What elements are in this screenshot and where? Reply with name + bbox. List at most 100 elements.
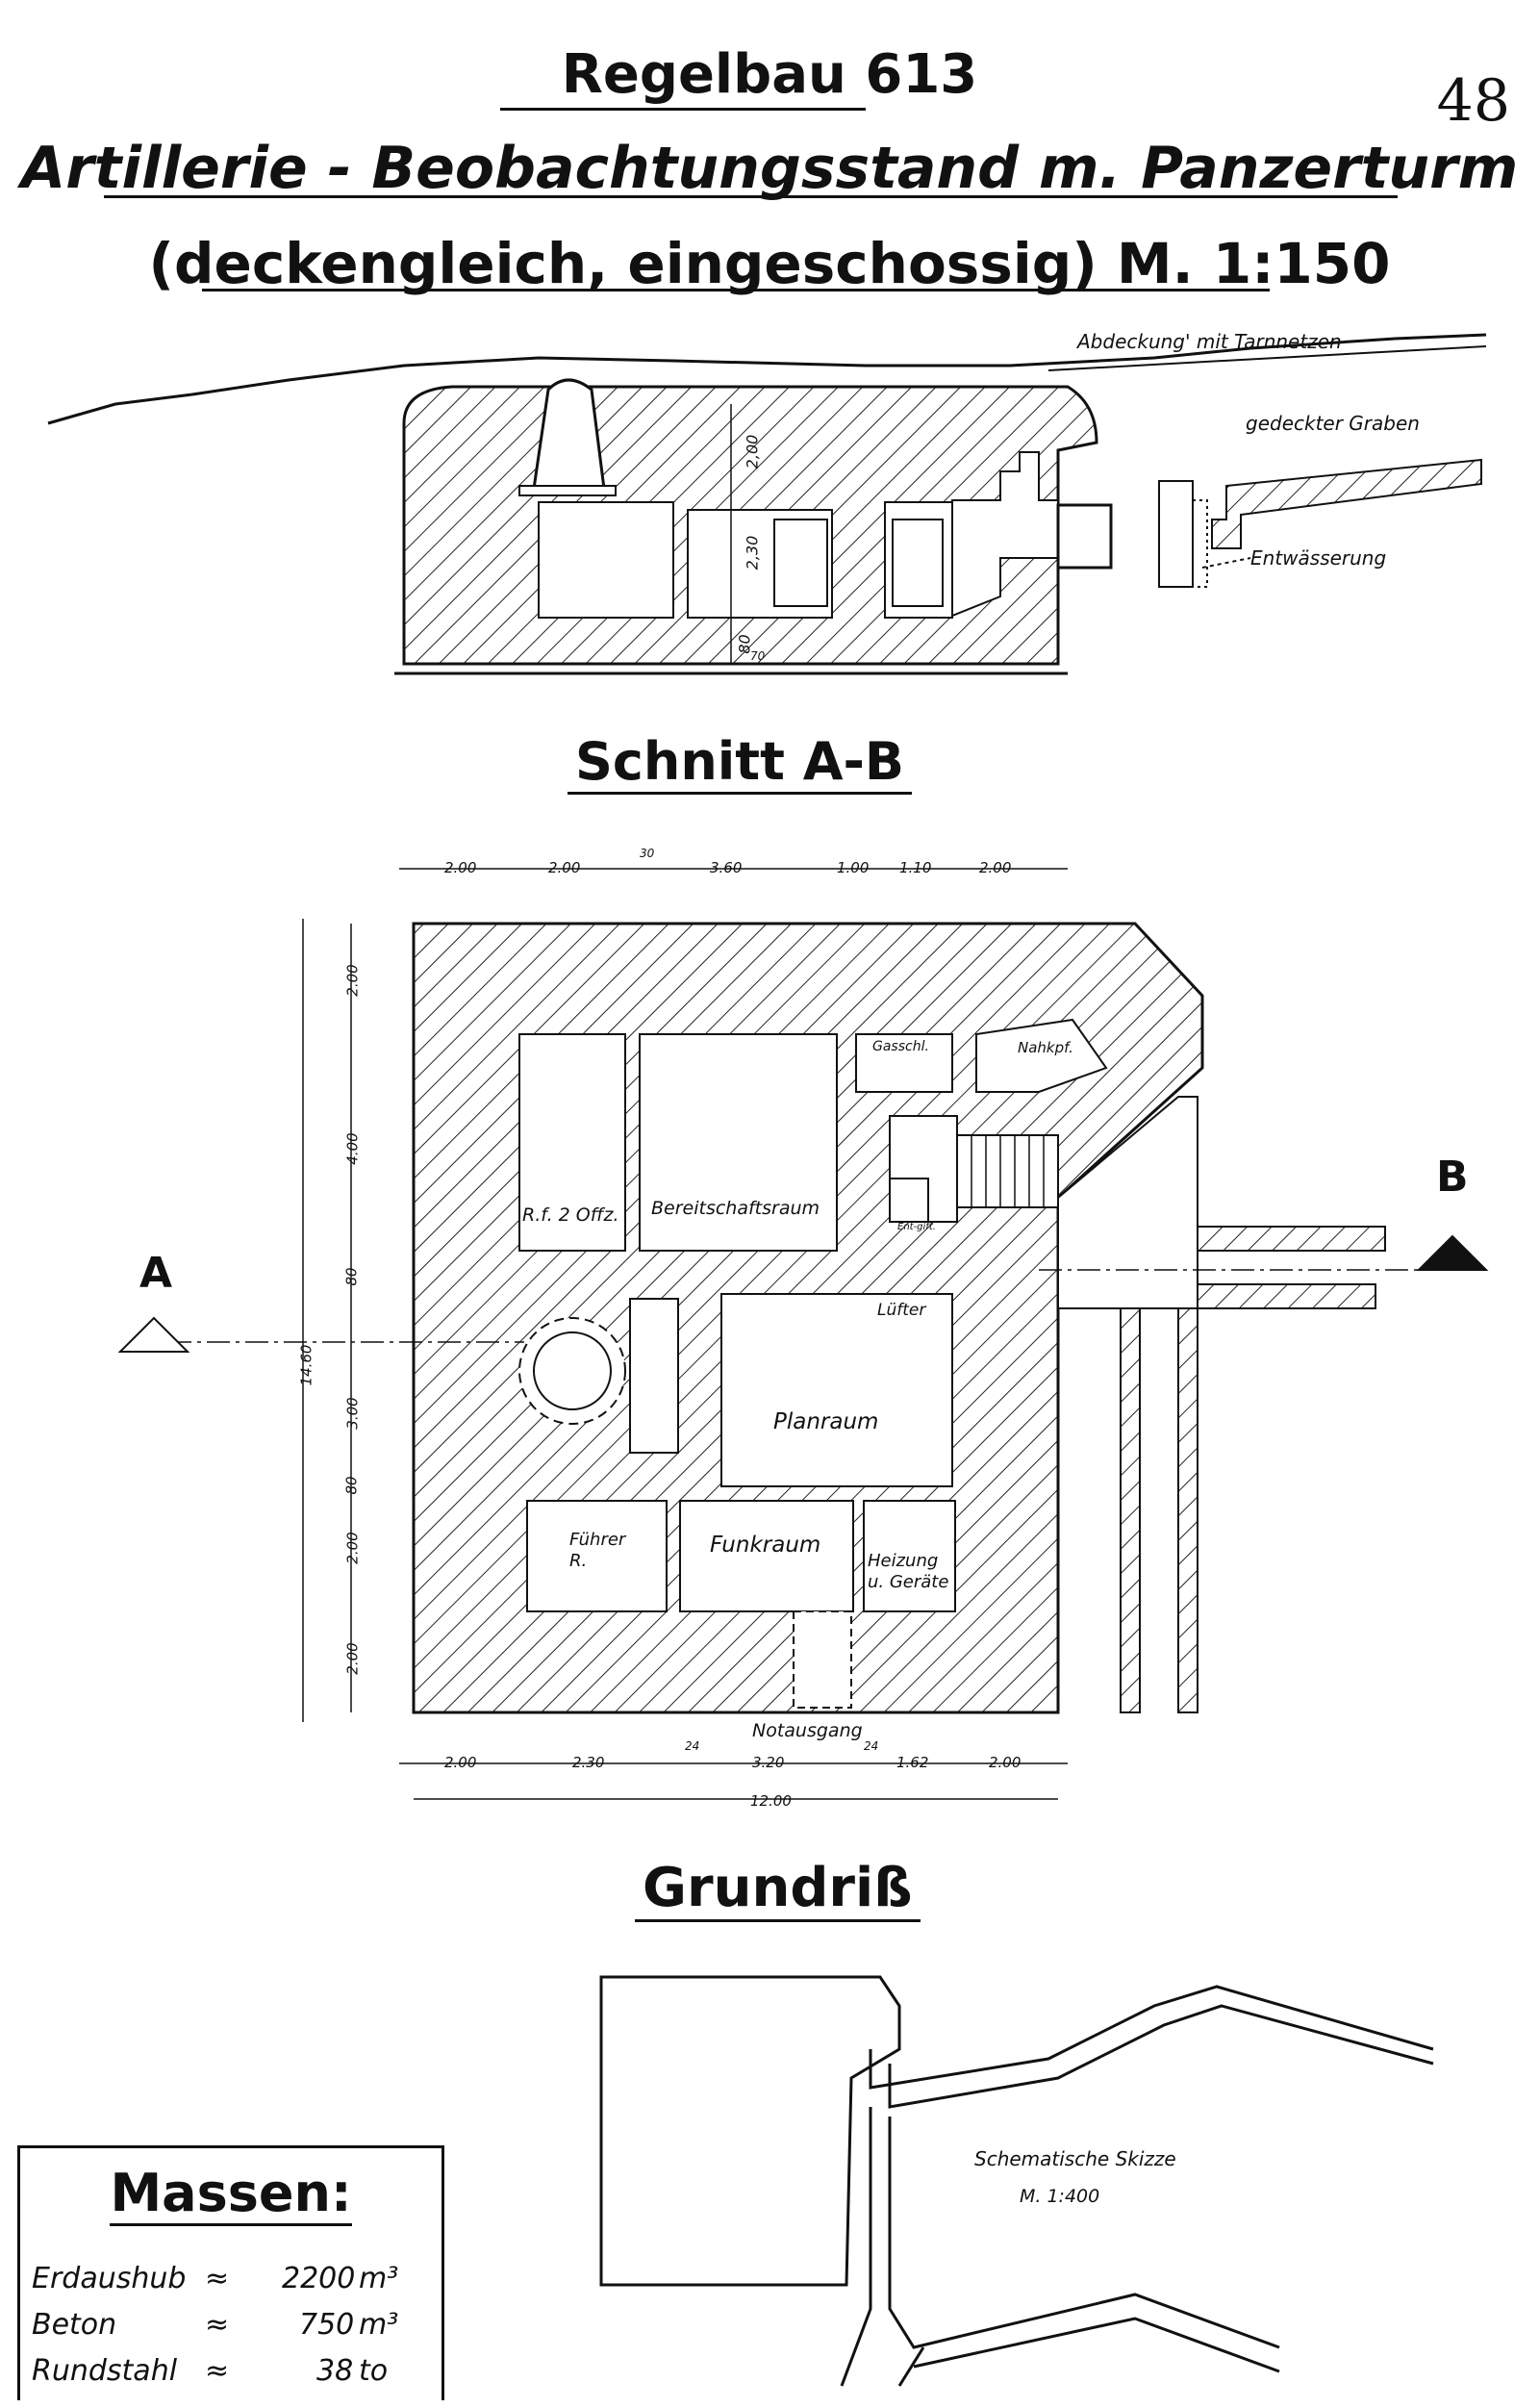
label-plan-room: Planraum [773, 1409, 879, 1434]
section-drain-wall [1158, 480, 1194, 588]
dim-bottom-5: 24 [864, 1739, 879, 1753]
dim-bottom-1: 2.00 [444, 1754, 477, 1771]
turret-collar [518, 485, 617, 496]
quantity-unit: m³ [359, 2262, 399, 2295]
sketch-trench-left-4 [913, 2317, 1280, 2373]
quantity-approx: ≈ [205, 2308, 230, 2342]
dim-left-2: 4.00 [343, 1132, 362, 1165]
quantity-row: Erdaushub ≈ 2200 m³ [32, 2262, 436, 2296]
emergency-exit-shaft [793, 1610, 852, 1709]
trench-wall-right [1177, 1307, 1198, 1713]
quantity-unit: to [359, 2354, 389, 2388]
label-cover: Abdeckung' mit Tarnnetzen [1077, 330, 1342, 353]
section-stair [951, 451, 1059, 618]
drawing-subtitle: Artillerie - Beobachtungsstand m. Panzer… [20, 135, 1519, 202]
dim-bottom-2: 2.30 [572, 1754, 605, 1771]
section-room-1 [538, 501, 674, 619]
subtitle2-underline [202, 289, 1270, 291]
room-radio [679, 1500, 854, 1612]
dim-top-3: 30 [640, 847, 655, 860]
trench-wall-left [1120, 1307, 1141, 1713]
dim-top-2: 2.00 [548, 859, 581, 876]
quantity-row: Beton ≈ 750 m³ [32, 2308, 436, 2343]
plan-caption: Grundriß [635, 1857, 921, 1922]
dim-total-height: 14.60 [297, 1344, 315, 1386]
armored-turret [532, 378, 606, 491]
trench-wall-b2 [1197, 1283, 1376, 1309]
sketch-scale: M. 1:400 [1020, 2186, 1100, 2207]
quantities-title: Massen: [20, 2163, 442, 2226]
quantity-approx: ≈ [205, 2354, 230, 2388]
room-ready [639, 1033, 838, 1252]
section-caption: Schnitt A-B [568, 731, 913, 795]
dim-left-7: 2.00 [343, 1642, 362, 1675]
turret-circle-inner [533, 1331, 612, 1410]
dim-left-5: 80 [342, 1476, 361, 1495]
quantity-value: 2200 [282, 2262, 356, 2295]
dim-bottom-4: 3.20 [752, 1754, 785, 1771]
quantity-value: 750 [299, 2308, 355, 2342]
section-mark-a-symbol [117, 1316, 190, 1353]
dim-total-width: 12.00 [750, 1792, 792, 1810]
sketch-bunker-outline [599, 1975, 901, 2287]
section-door-2 [892, 519, 944, 607]
dim-left-6: 2.00 [343, 1532, 362, 1564]
quantities-box: Massen: Erdaushub ≈ 2200 m³ Beton ≈ 750 … [17, 2145, 444, 2400]
dim-bottom-3: 24 [685, 1739, 700, 1753]
label-drainage: Entwässerung [1250, 546, 1387, 570]
dim-top-7: 2.00 [979, 859, 1012, 876]
turret-passage [629, 1298, 679, 1454]
sketch-trench-top-1 [869, 1985, 1434, 2090]
trench-cover-slab [1211, 458, 1482, 549]
section-view [47, 333, 1487, 675]
quantity-value: 38 [316, 2354, 354, 2388]
section-mark-b: B [1436, 1153, 1469, 1202]
room-officers [518, 1033, 626, 1252]
sketch-trench-left-1 [840, 2107, 872, 2387]
section-entrance-box [1056, 503, 1113, 570]
section-mark-a: A [139, 1249, 173, 1298]
section-dim-2: 2,30 [743, 535, 762, 570]
label-trench: gedeckter Graben [1246, 412, 1420, 435]
trench-wall-b [1197, 1226, 1386, 1252]
drawing-title: Regelbau 613 [561, 43, 978, 106]
sketch-trench-top-2 [888, 2004, 1434, 2109]
label-vent: Lüfter [877, 1301, 926, 1320]
room-decon [889, 1178, 929, 1223]
label-ready-room: Bereitschaftsraum [651, 1198, 820, 1219]
label-radio: Funkraum [710, 1533, 821, 1558]
sketch-label: Schematische Skizze [974, 2147, 1176, 2170]
drain-arrow [1201, 557, 1251, 569]
page-number: 48 [1436, 67, 1510, 135]
quantity-approx: ≈ [205, 2262, 230, 2295]
quantity-name: Erdaushub [32, 2262, 187, 2295]
section-mark-b-symbol [1416, 1234, 1489, 1271]
room-leader [526, 1500, 668, 1612]
room-gas-lock [855, 1033, 953, 1093]
dim-bottom-6: 1.62 [896, 1754, 929, 1771]
dim-left-1: 2.00 [343, 964, 362, 997]
quantity-row: Rundstahl ≈ 38 to [32, 2354, 436, 2389]
terrain-line [47, 333, 1487, 425]
dim-top-6: 1.10 [899, 859, 932, 876]
room-close-defense [975, 1018, 1108, 1093]
label-emergency-exit: Notausgang [752, 1720, 863, 1741]
camouflage-net-line [1047, 345, 1487, 371]
floor-plan [117, 868, 1489, 1800]
drain-gravel [1193, 499, 1208, 588]
dim-top-4: 3.60 [710, 859, 743, 876]
label-close-defense: Nahkpf. [1018, 1039, 1073, 1056]
label-officers: R.f. 2 Offz. [522, 1204, 619, 1226]
quantity-name: Beton [32, 2308, 117, 2342]
label-leader: Führer R. [569, 1530, 626, 1571]
section-dim-4: 70 [750, 649, 766, 663]
dim-left-4: 3.00 [343, 1397, 362, 1430]
subtitle-underline [104, 195, 1398, 198]
room-heating [863, 1500, 956, 1612]
label-heating: Heizung u. Geräte [868, 1551, 949, 1592]
section-dim-1: 2,00 [743, 434, 762, 469]
sketch-trench-left-2 [888, 2117, 1280, 2349]
schematic-sketch [599, 1975, 1434, 2387]
quantity-name: Rundstahl [32, 2354, 178, 2388]
